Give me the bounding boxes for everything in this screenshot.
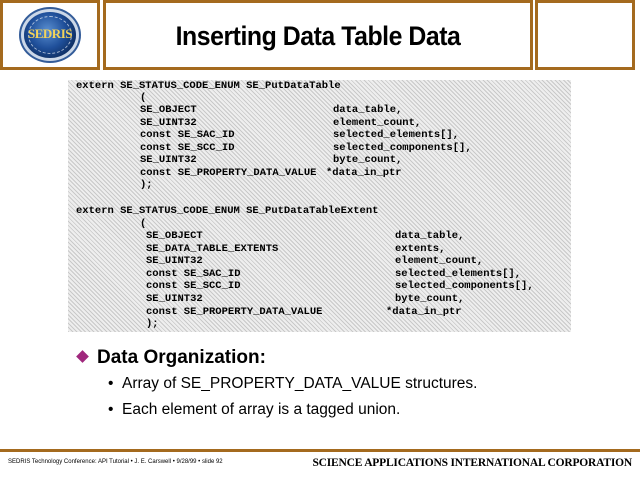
sub-bullet: • Each element of array is a tagged union… bbox=[108, 401, 400, 419]
code-line: selected_elements[], bbox=[333, 129, 460, 141]
sub-bullet-text: Each element of array is a tagged union. bbox=[122, 401, 401, 418]
code-line: const SE_PROPERTY_DATA_VALUE bbox=[146, 306, 323, 318]
bullet-main: Data Organization: bbox=[76, 347, 266, 369]
code-line: SE_OBJECT bbox=[146, 230, 203, 242]
code-line: selected_components[], bbox=[395, 280, 534, 292]
bullet-dot-icon: • bbox=[108, 401, 114, 418]
bullet-main-text: Data Organization: bbox=[97, 347, 266, 368]
diamond-bullet-icon bbox=[76, 350, 89, 363]
code-line: data_table, bbox=[333, 104, 403, 116]
code-line: byte_count, bbox=[333, 154, 403, 166]
code-line: ); bbox=[146, 318, 159, 330]
sub-bullet: • Array of SE_PROPERTY_DATA_VALUE structu… bbox=[108, 375, 477, 393]
right-box bbox=[535, 0, 635, 70]
code-line: selected_components[], bbox=[333, 142, 472, 154]
code-line: data_table, bbox=[395, 230, 465, 242]
code-line: ); bbox=[140, 179, 153, 191]
footer-divider bbox=[0, 449, 640, 452]
code-line: extern SE_STATUS_CODE_ENUM SE_PutDataTab… bbox=[76, 80, 341, 92]
code-line: extents, bbox=[395, 243, 446, 255]
code-line: selected_elements[], bbox=[395, 268, 522, 280]
code-line: SE_UINT32 bbox=[146, 255, 203, 267]
sub-bullet-text: Array of SE_PROPERTY_DATA_VALUE structur… bbox=[122, 375, 478, 392]
code-line: extern SE_STATUS_CODE_ENUM SE_PutDataTab… bbox=[76, 205, 379, 217]
code-line: SE_UINT32 bbox=[140, 117, 197, 129]
code-line: element_count, bbox=[395, 255, 484, 267]
code-line: *data_in_ptr bbox=[326, 167, 402, 179]
code-line: ( bbox=[140, 218, 147, 230]
code-line: const SE_SAC_ID bbox=[140, 129, 235, 141]
code-line: SE_OBJECT bbox=[140, 104, 197, 116]
title-box: Inserting Data Table Data bbox=[103, 0, 533, 70]
code-line: const SE_PROPERTY_DATA_VALUE bbox=[140, 167, 317, 179]
code-line: SE_DATA_TABLE_EXTENTS bbox=[146, 243, 279, 255]
bullet-dot-icon: • bbox=[108, 375, 114, 392]
footer-left: SEDRIS Technology Conference: API Tutori… bbox=[8, 459, 223, 465]
code-line: const SE_SCC_ID bbox=[140, 142, 235, 154]
code-line: const SE_SCC_ID bbox=[146, 280, 241, 292]
code-line: ( bbox=[140, 92, 147, 104]
code-line: byte_count, bbox=[395, 293, 465, 305]
logo-ring bbox=[28, 16, 72, 54]
logo-text: SEDRIS bbox=[28, 26, 72, 41]
code-line: *data_in_ptr bbox=[386, 306, 462, 318]
code-panel: extern SE_STATUS_CODE_ENUM SE_PutDataTab… bbox=[68, 80, 571, 332]
code-line: element_count, bbox=[333, 117, 422, 129]
footer-right: SCIENCE APPLICATIONS INTERNATIONAL CORPO… bbox=[312, 457, 632, 469]
code-line: const SE_SAC_ID bbox=[146, 268, 241, 280]
code-line: SE_UINT32 bbox=[140, 154, 197, 166]
sedris-logo: SEDRIS bbox=[24, 12, 76, 58]
page-title: Inserting Data Table Data bbox=[175, 21, 461, 51]
logo-box: SEDRIS bbox=[0, 0, 100, 70]
code-line: SE_UINT32 bbox=[146, 293, 203, 305]
